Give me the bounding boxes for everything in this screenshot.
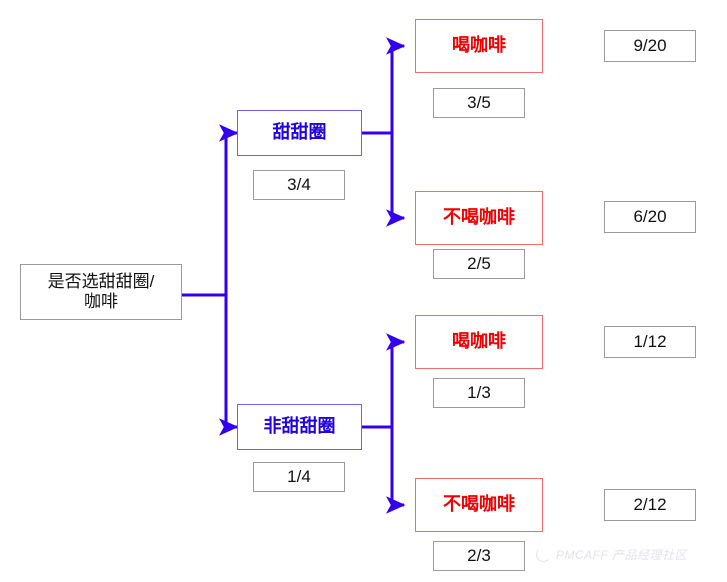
root-node[interactable]: 是否选甜甜圈/ 咖啡 [20,264,182,320]
probability-donut-coffee-value: 3/5 [467,93,491,112]
probability-nodonut: 1/4 [253,462,345,492]
outcome-node-donut-coffee-label: 喝咖啡 [452,35,506,56]
probability-donut: 3/4 [253,170,345,200]
result-nodonut-coffee-value: 1/12 [633,332,667,351]
outcome-node-donut-nocoffee[interactable]: 不喝咖啡 [415,191,543,245]
edge-donut-split [362,37,406,227]
result-nodonut-nocoffee-value: 2/12 [633,495,667,514]
probability-nodonut-coffee-value: 1/3 [467,383,491,402]
result-donut-coffee: 9/20 [604,30,696,62]
outcome-node-nodonut-nocoffee-label: 不喝咖啡 [443,494,515,515]
probability-nodonut-nocoffee-value: 2/3 [467,546,491,565]
decision-node-donut-label: 甜甜圈 [272,122,327,143]
decision-node-nodonut-label: 非甜甜圈 [263,416,336,437]
circle-arc-icon [536,547,551,562]
edge-root-split [181,136,228,424]
result-donut-coffee-value: 9/20 [633,36,667,55]
probability-donut-nocoffee: 2/5 [433,249,525,279]
outcome-node-nodonut-nocoffee[interactable]: 不喝咖啡 [415,478,543,532]
result-nodonut-coffee: 1/12 [604,326,696,358]
probability-donut-value: 3/4 [287,175,311,194]
probability-nodonut-nocoffee: 2/3 [433,541,525,571]
probability-donut-nocoffee-value: 2/5 [467,254,491,273]
watermark-text: PMCAFF 产品经理社区 [556,548,687,562]
probability-nodonut-coffee: 1/3 [433,378,525,408]
probability-donut-coffee: 3/5 [433,88,525,118]
result-donut-nocoffee-value: 6/20 [633,207,667,226]
root-label-line1: 是否选甜甜圈/ [47,271,155,291]
outcome-node-donut-coffee[interactable]: 喝咖啡 [415,19,543,73]
probability-nodonut-value: 1/4 [287,467,311,486]
decision-node-nodonut[interactable]: 非甜甜圈 [237,404,362,450]
outcome-node-donut-nocoffee-label: 不喝咖啡 [443,207,515,228]
root-label-line2: 咖啡 [83,292,118,311]
result-nodonut-nocoffee: 2/12 [604,489,696,521]
decision-node-donut[interactable]: 甜甜圈 [237,110,362,156]
outcome-node-nodonut-coffee-label: 喝咖啡 [452,331,506,352]
result-donut-nocoffee: 6/20 [604,201,696,233]
edge-nodonut-split [362,333,406,514]
root-node-label: 是否选甜甜圈/ 咖啡 [48,272,155,313]
outcome-node-nodonut-coffee[interactable]: 喝咖啡 [415,315,543,369]
watermark: PMCAFF 产品经理社区 [536,546,687,563]
